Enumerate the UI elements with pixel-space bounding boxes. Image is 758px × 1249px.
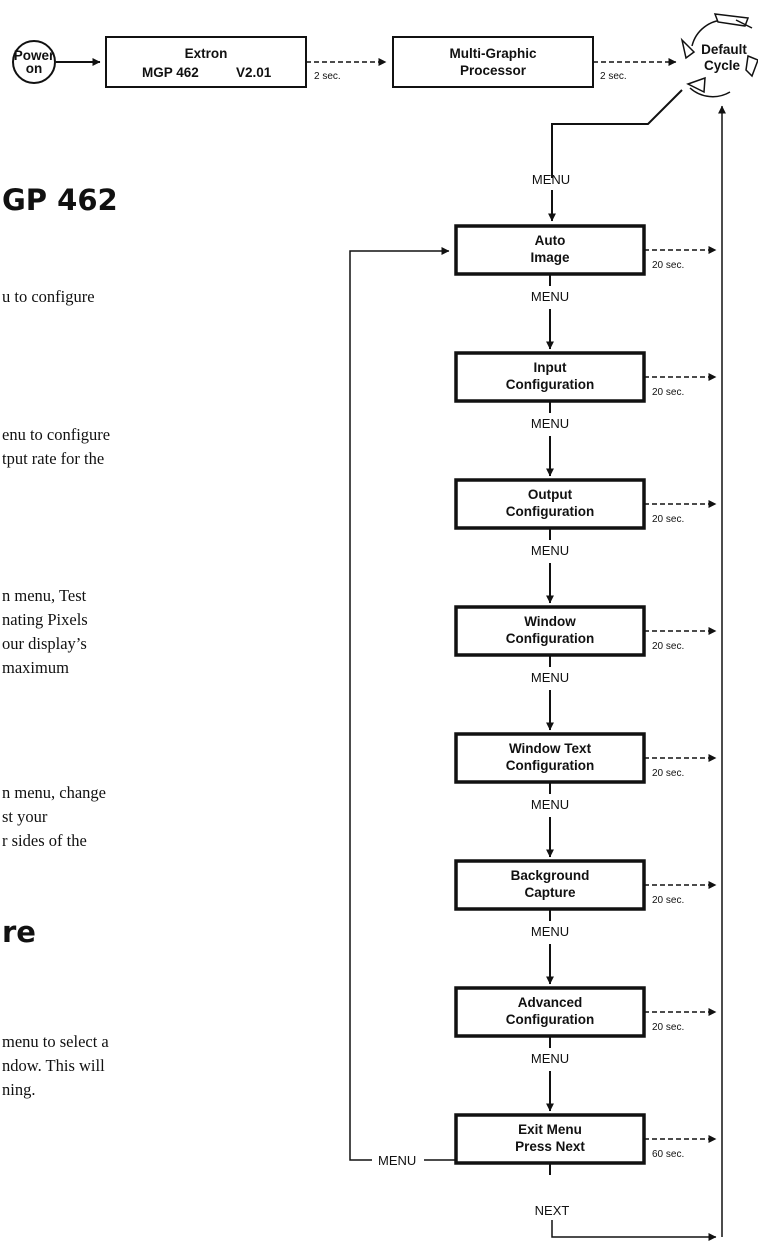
- delay-label-2: 2 sec.: [600, 71, 627, 82]
- text-line: st your: [2, 807, 48, 826]
- power-label-line1: Power: [14, 48, 55, 63]
- text-line: maximum: [2, 658, 69, 677]
- paragraph-input-config: enu to configure tput rate for the: [2, 423, 110, 471]
- timeout-label: 60 sec.: [652, 1149, 684, 1160]
- menu-box-label-line: Capture: [524, 885, 575, 900]
- extron-title: Extron: [185, 46, 228, 61]
- power-on-node: Power on: [12, 40, 56, 84]
- timeout-label: 20 sec.: [652, 641, 684, 652]
- menu-step-label: MENU: [531, 416, 569, 431]
- menu-box-label-line: Window Text: [509, 741, 592, 756]
- menu-box-label-line: Configuration: [506, 1012, 594, 1027]
- menu-box-label-line: Configuration: [506, 377, 594, 392]
- processor-line2: Processor: [460, 63, 527, 78]
- paragraph-window-config: n menu, change st your r sides of the: [2, 781, 106, 853]
- text-line: enu to configure: [2, 425, 111, 444]
- extron-version: V2.01: [236, 65, 272, 80]
- menu-box-label-line: Background: [511, 868, 590, 883]
- timeout-label: 20 sec.: [652, 1022, 684, 1033]
- default-cycle-line2: Cycle: [704, 58, 741, 73]
- default-cycle-line1: Default: [701, 42, 747, 57]
- extron-model: MGP 462: [142, 65, 199, 80]
- timeout-label: 20 sec.: [652, 260, 684, 271]
- menu-step-label: MENU: [531, 289, 569, 304]
- text-line: ning.: [2, 1080, 36, 1099]
- menu-label-entry: MENU: [532, 172, 570, 187]
- menu-step-label: MENU: [531, 1051, 569, 1066]
- default-cycle-icon: [680, 13, 758, 98]
- menu-box-label-line: Press Next: [515, 1139, 585, 1154]
- timeout-label: 20 sec.: [652, 768, 684, 779]
- text-line: n menu, change: [2, 783, 107, 802]
- text-line: our display’s: [2, 634, 87, 653]
- text-line: n menu, Test: [2, 586, 87, 605]
- next-label: NEXT: [535, 1203, 570, 1218]
- menu-box-frame: [454, 859, 646, 911]
- paragraph-output-config: n menu, Test nating Pixels our display’s…: [2, 584, 88, 680]
- timeout-label: 20 sec.: [652, 514, 684, 525]
- menu-step-label: MENU: [531, 924, 569, 939]
- menu-box-label-line: Output: [528, 487, 573, 502]
- text-line: ndow. This will: [2, 1056, 105, 1075]
- menu-box-frame: [454, 605, 646, 657]
- menu-step-label: MENU: [531, 797, 569, 812]
- menu-box-label-line: Input: [534, 360, 567, 375]
- text-line: menu to select a: [2, 1032, 109, 1051]
- menu-label-loop: MENU: [378, 1153, 416, 1168]
- menu-box-label-line: Configuration: [506, 758, 594, 773]
- paragraph-window-text: menu to select a ndow. This will ning.: [2, 1030, 109, 1102]
- menu-box-label-line: Window: [524, 614, 576, 629]
- section-heading-configure: re: [2, 915, 36, 949]
- text-line: r sides of the: [2, 831, 87, 850]
- text-line: u to configure: [2, 287, 95, 306]
- paragraph-auto-image: u to configure: [2, 285, 95, 309]
- menu-step-label: MENU: [531, 543, 569, 558]
- menu-box-label-line: Exit Menu: [518, 1122, 582, 1137]
- timeout-label: 20 sec.: [652, 895, 684, 906]
- menu-box-label-line: Image: [530, 250, 570, 265]
- power-label-line2: on: [26, 61, 43, 76]
- text-line: tput rate for the: [2, 449, 105, 468]
- processor-splash-box: Multi-Graphic Processor: [392, 36, 594, 88]
- menu-box-label-line: Configuration: [506, 631, 594, 646]
- menu-step-label: MENU: [531, 670, 569, 685]
- processor-line1: Multi-Graphic: [450, 46, 537, 61]
- menu-box-label-line: Advanced: [518, 995, 583, 1010]
- menu-box-label-line: Configuration: [506, 504, 594, 519]
- timeout-label: 20 sec.: [652, 387, 684, 398]
- text-line: nating Pixels: [2, 610, 88, 629]
- extron-splash-box: Extron MGP 462 V2.01: [105, 36, 307, 88]
- menu-box-label-line: Auto: [535, 233, 566, 248]
- section-heading-mgp462: GP 462: [2, 183, 118, 217]
- delay-label-1: 2 sec.: [314, 71, 341, 82]
